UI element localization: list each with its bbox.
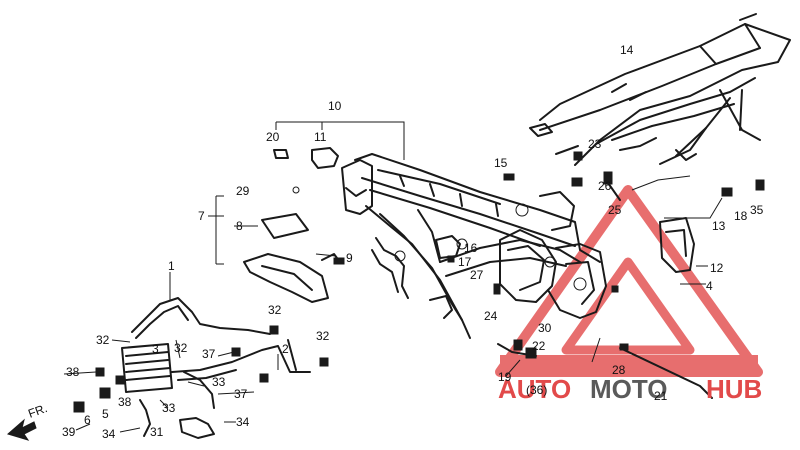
watermark-auto: AUTO bbox=[498, 374, 571, 404]
callout-19: 19 bbox=[498, 370, 512, 384]
callout-5: 5 bbox=[102, 407, 109, 421]
callout-32-c: 32 bbox=[96, 333, 110, 347]
callout-30: 30 bbox=[538, 321, 552, 335]
callout-14: 14 bbox=[620, 43, 634, 57]
callout-35: 35 bbox=[750, 203, 764, 217]
callout-29: 29 bbox=[236, 184, 250, 198]
callout-numbers: 10 20 11 14 15 23 26 25 29 7 8 9 16 17 2… bbox=[62, 43, 764, 441]
callout-17: 17 bbox=[458, 255, 472, 269]
long-bolts bbox=[287, 145, 713, 399]
callout-31: 31 bbox=[150, 425, 164, 439]
callout-23: 23 bbox=[588, 137, 602, 151]
callout-20: 20 bbox=[266, 130, 280, 144]
callout-37-a: 37 bbox=[202, 347, 216, 361]
frame-bolt-holes bbox=[394, 203, 587, 291]
callout-22: 22 bbox=[532, 339, 546, 353]
callout-1: 1 bbox=[168, 259, 175, 273]
callout-9: 9 bbox=[346, 251, 353, 265]
callout-32-b: 32 bbox=[316, 329, 330, 343]
callout-13: 13 bbox=[712, 219, 726, 233]
callout-18: 18 bbox=[734, 209, 748, 223]
callout-25: 25 bbox=[608, 203, 622, 217]
leader-lines bbox=[63, 121, 723, 433]
callout-15: 15 bbox=[494, 156, 508, 170]
callout-3: 3 bbox=[152, 342, 159, 356]
callout-4: 4 bbox=[706, 279, 713, 293]
callout-34-b: 34 bbox=[236, 415, 250, 429]
callout-6: 6 bbox=[84, 413, 91, 427]
callout-21: 21 bbox=[654, 389, 668, 403]
callout-32-a: 32 bbox=[268, 303, 282, 317]
small-bracket-parts bbox=[273, 147, 339, 169]
battery-parts bbox=[243, 186, 341, 303]
callout-37-b: 37 bbox=[234, 387, 248, 401]
callout-32-d: 32 bbox=[174, 341, 188, 355]
callout-7: 7 bbox=[198, 209, 205, 223]
callout-26: 26 bbox=[598, 179, 612, 193]
callout-38-b: 38 bbox=[118, 395, 132, 409]
callout-2: 2 bbox=[282, 342, 289, 356]
callout-11: 11 bbox=[314, 130, 327, 144]
front-direction-arrow: FR. bbox=[6, 401, 49, 441]
callout-33-b: 33 bbox=[162, 401, 176, 415]
front-arrow-label: FR. bbox=[26, 401, 49, 421]
oil-cooler-assembly bbox=[121, 297, 311, 439]
callout-27: 27 bbox=[470, 268, 484, 282]
callout-16: 16 bbox=[464, 241, 478, 255]
watermark-logo bbox=[495, 185, 763, 377]
callout-34-a: 34 bbox=[102, 427, 116, 441]
callout-33-a: 33 bbox=[212, 375, 226, 389]
callout-24: 24 bbox=[484, 309, 498, 323]
main-frame bbox=[341, 153, 607, 339]
callout-38-a: 38 bbox=[66, 365, 80, 379]
callout-10: 10 bbox=[328, 99, 342, 113]
callout-39: 39 bbox=[62, 425, 76, 439]
callout-28: 28 bbox=[612, 363, 626, 377]
watermark-hub: HUB bbox=[706, 374, 762, 404]
fasteners bbox=[73, 151, 765, 413]
watermark-text: AUTO MOTO HUB bbox=[498, 374, 762, 404]
rear-subframe bbox=[529, 13, 791, 166]
callout-8: 8 bbox=[236, 219, 243, 233]
watermark-moto: MOTO bbox=[590, 374, 668, 404]
callout-36: (36) bbox=[526, 383, 547, 397]
callout-12: 12 bbox=[710, 261, 724, 275]
